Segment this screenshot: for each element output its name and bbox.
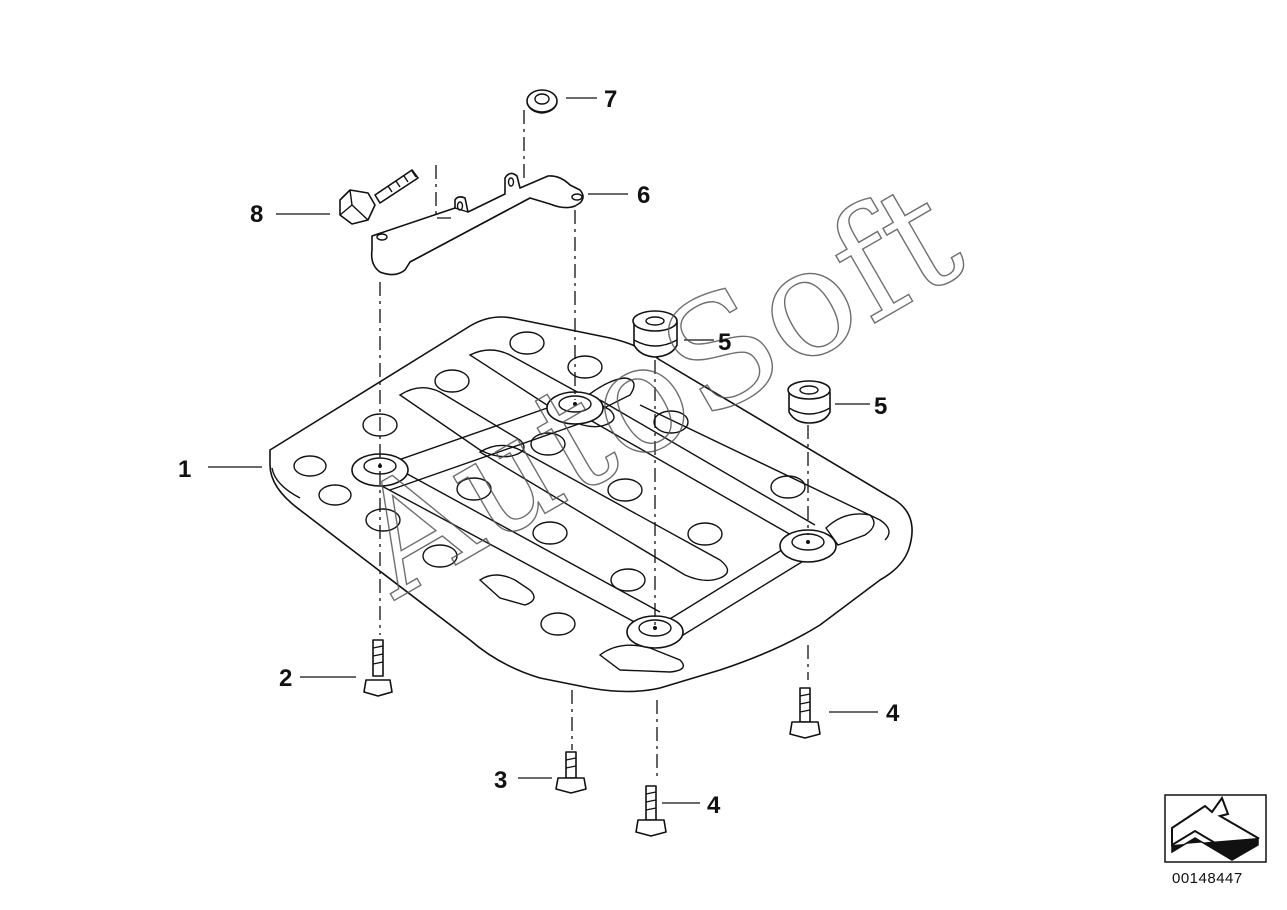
screw-4-bottom — [635, 785, 667, 837]
rubber-buffer-lower — [787, 380, 831, 424]
plate-ribs — [398, 349, 890, 673]
screw-2 — [363, 639, 393, 697]
plate-frame — [369, 399, 816, 641]
callout-5-upper: 5 — [718, 329, 731, 356]
leader-lines — [208, 97, 878, 804]
callout-4-bottom: 4 — [707, 792, 721, 819]
assembly-lines — [379, 110, 809, 780]
bracket — [370, 172, 584, 276]
callout-5-lower: 5 — [874, 393, 887, 420]
callout-2: 2 — [279, 665, 292, 692]
callout-6: 6 — [637, 182, 650, 209]
callout-8: 8 — [250, 201, 263, 228]
nut — [526, 89, 558, 114]
callout-4-right: 4 — [886, 700, 900, 727]
drawing-number: 00148447 — [1172, 870, 1243, 887]
callout-1: 1 — [178, 456, 191, 483]
plate-holes — [293, 331, 806, 636]
callout-7: 7 — [604, 86, 617, 113]
screw-4-right — [789, 687, 821, 739]
rubber-buffer-upper — [632, 310, 678, 358]
base-plate — [269, 316, 913, 693]
hex-bolt-long — [339, 169, 419, 225]
direction-arrow-icon — [1164, 794, 1267, 863]
screw-3 — [555, 751, 587, 794]
callout-3: 3 — [494, 767, 507, 794]
